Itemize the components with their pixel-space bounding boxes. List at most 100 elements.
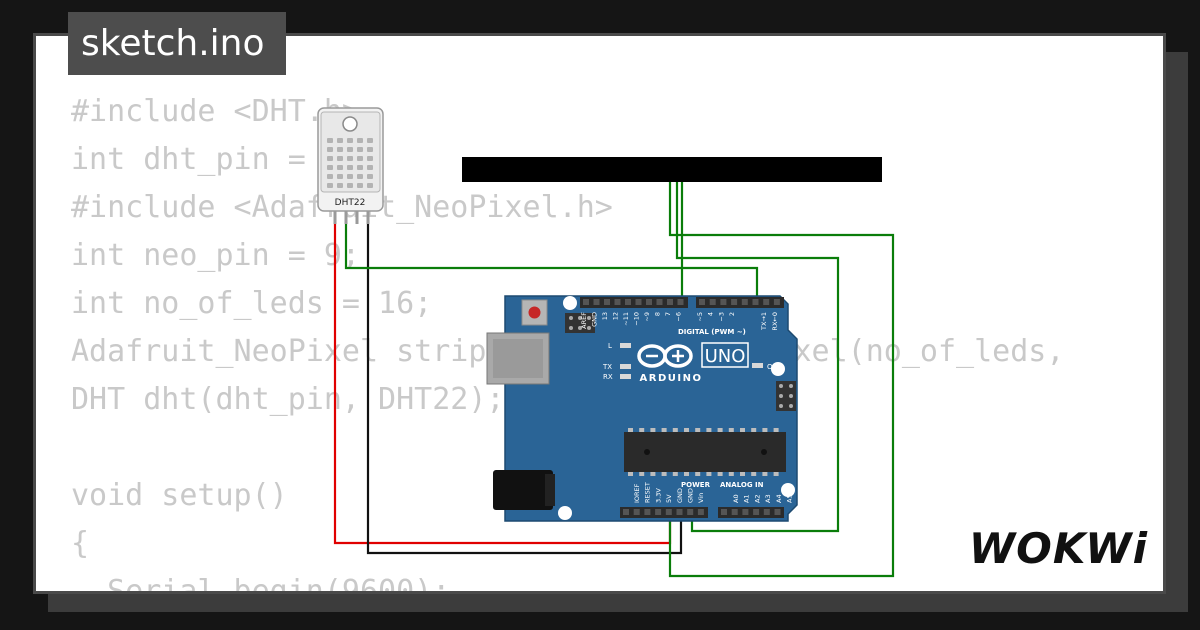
pin-label: ~9 [643, 312, 651, 322]
vent-slot [327, 156, 333, 161]
vent-slot [337, 156, 343, 161]
chip-pin [695, 428, 701, 432]
code-line: #include <Adafruit_NeoPixel.h> [71, 190, 613, 225]
header-pin [633, 509, 640, 515]
chip-pin [672, 472, 678, 476]
header-pin [667, 299, 673, 305]
chip-pin [717, 428, 723, 432]
arduino-infinity-logo [637, 344, 693, 368]
power-header [620, 507, 708, 518]
vent-slot [337, 183, 343, 188]
header-pin [676, 509, 683, 515]
wokwi-logo[interactable]: WOKWi [968, 524, 1148, 573]
vent-slot [327, 138, 333, 143]
pin-label: IOREF [633, 483, 641, 503]
header-pin [644, 509, 651, 515]
code-line: Serial.begin(9600); [71, 574, 451, 594]
vent-slot [367, 156, 373, 161]
header-pin [614, 299, 621, 305]
header-pin [656, 299, 663, 305]
header-pin [753, 509, 760, 515]
header-pin [646, 299, 652, 305]
pin-label: 8 [654, 312, 662, 316]
header-pin [741, 299, 748, 305]
pin-label: 7 [664, 312, 672, 316]
wire-green-neopixel-din[interactable] [668, 182, 895, 578]
vent-slot [347, 156, 353, 161]
neopixel-strip[interactable] [462, 157, 882, 182]
chip-pin [762, 428, 768, 432]
chip-pin [740, 428, 745, 432]
header-pin [774, 509, 781, 515]
chip-pin [672, 428, 678, 432]
icsp-header [565, 313, 595, 333]
dht22-sensor[interactable]: DHT22 [317, 107, 384, 224]
code-line: void setup() [71, 478, 288, 513]
uno-badge [701, 342, 749, 368]
chip-pin [773, 428, 779, 432]
wire-black-gnd[interactable] [366, 222, 683, 555]
pin-label: 2 [728, 312, 736, 316]
led-tx [620, 364, 631, 369]
header-pin [699, 299, 705, 305]
dht22-vent-grille [327, 138, 373, 188]
mounting-hole [558, 506, 572, 520]
vent-slot [327, 174, 333, 179]
analog-header-label: ANALOG IN [720, 481, 764, 489]
vent-slot [357, 165, 363, 170]
led-on-label: ON [767, 363, 778, 371]
header-pin [604, 299, 610, 305]
pin-label: A5 [786, 494, 794, 503]
chip-pin [773, 472, 779, 476]
pin-label: ~11 [622, 312, 630, 326]
pin-label: A1 [743, 494, 751, 503]
vent-slot [357, 138, 363, 143]
chip-pin [639, 428, 645, 432]
pin-label: 4 [707, 312, 715, 316]
vent-slot [367, 174, 373, 179]
dht22-pins [333, 211, 370, 224]
power-header-label: POWER [681, 481, 711, 489]
vent-slot [347, 138, 353, 143]
vent-slot [337, 138, 343, 143]
header-pin [721, 509, 727, 515]
chip-pins [628, 428, 779, 476]
wire-green-neopixel-gnd[interactable] [675, 182, 840, 533]
atmega-chip [624, 432, 786, 472]
mounting-hole [563, 296, 577, 310]
header-pin [752, 299, 759, 305]
file-name-tab[interactable]: sketch.ino [68, 12, 286, 75]
header-pin [742, 509, 749, 515]
pin-label: GND [676, 488, 684, 503]
chip-pin [706, 428, 712, 432]
dht22-label: DHT22 [335, 198, 366, 208]
pin-label: GND [687, 488, 695, 503]
header-pin [655, 509, 662, 515]
vent-slot [337, 165, 343, 170]
led-l [620, 343, 631, 348]
code-line: { [71, 526, 90, 561]
vent-slot [367, 138, 373, 143]
chip-pin [695, 472, 701, 476]
pin-label: RESET [644, 482, 652, 503]
vent-slot [347, 174, 353, 179]
vent-slot [367, 165, 373, 170]
chip-pin [661, 472, 667, 476]
pin-label: 12 [612, 312, 620, 320]
mounting-hole [781, 483, 795, 497]
header-pin [625, 299, 631, 305]
wire-green-data[interactable] [344, 222, 759, 302]
vent-slot [327, 147, 333, 152]
digital-header-left [580, 297, 688, 308]
vent-slot [337, 174, 343, 179]
model-label: UNO [705, 346, 746, 367]
header-pin [773, 299, 780, 305]
vent-slot [347, 183, 353, 188]
pin-label: RX←0 [771, 312, 779, 331]
header-pin [697, 509, 704, 515]
logo-label: ARDUINO [640, 373, 703, 384]
chip-pin [717, 472, 723, 476]
